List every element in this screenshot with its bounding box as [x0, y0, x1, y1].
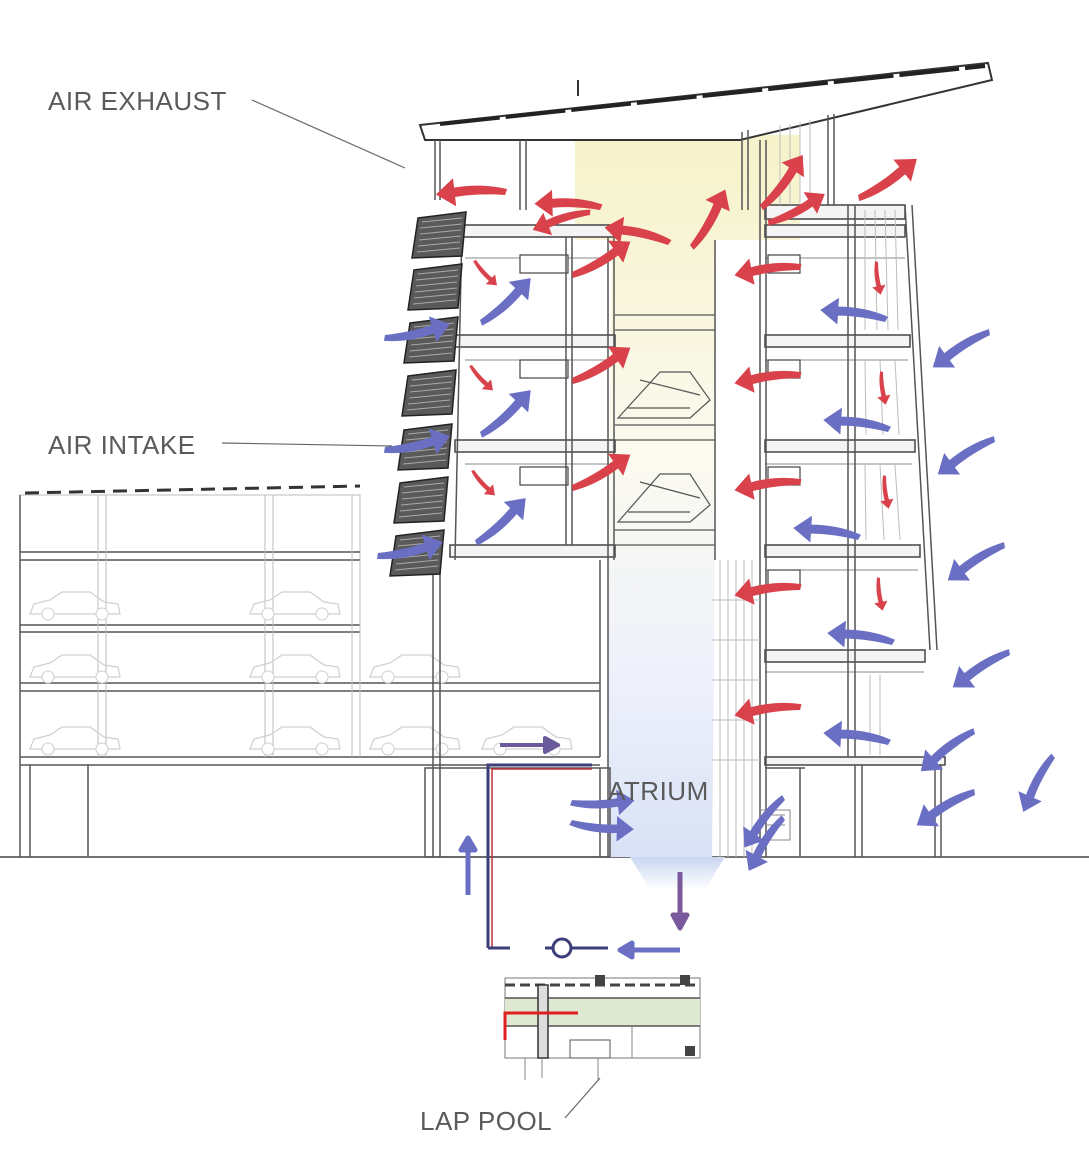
- intake-arrows: [376, 274, 1071, 875]
- circle-pump-icon: [551, 937, 573, 959]
- parking-structure: [19, 484, 600, 857]
- air-intake-label: AIR INTAKE: [48, 430, 196, 460]
- main-building: [418, 61, 994, 858]
- facade-louvers: [389, 211, 467, 577]
- atrium-label: ATRIUM: [608, 776, 709, 806]
- duct-loop: [458, 736, 690, 960]
- lap-pool-label: LAP POOL: [420, 1106, 552, 1136]
- label-leaders: [221, 99, 601, 1119]
- air-exhaust-label: AIR EXHAUST: [48, 86, 227, 116]
- lap-pool-section: [503, 975, 701, 1080]
